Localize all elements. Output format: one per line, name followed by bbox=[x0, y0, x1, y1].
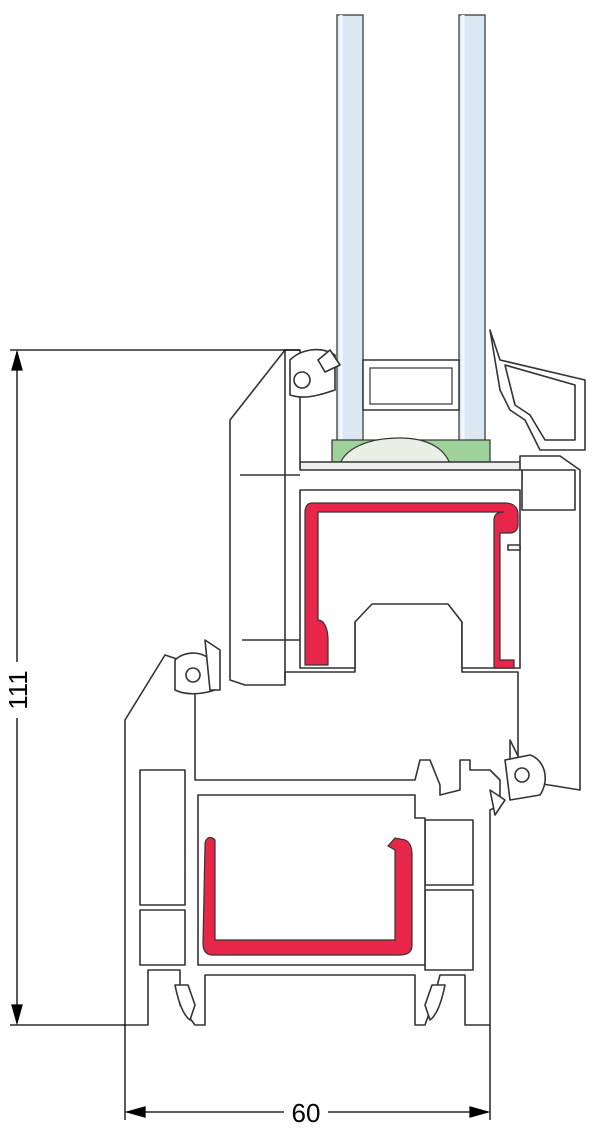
sash-profile bbox=[229, 329, 586, 791]
width-dimension-label: 60 bbox=[292, 1098, 321, 1128]
steel-reinforcement bbox=[202, 502, 519, 956]
sash-reinforcement bbox=[304, 502, 519, 669]
frame-profile bbox=[124, 639, 546, 1026]
width-arrow-right bbox=[469, 1106, 491, 1118]
width-arrow-left bbox=[124, 1106, 146, 1118]
height-dimension-label: 111 bbox=[3, 670, 33, 710]
height-arrow-bottom bbox=[11, 1004, 23, 1026]
height-arrow-top bbox=[11, 349, 23, 371]
double-glazed-unit bbox=[299, 14, 523, 481]
frame-reinforcement bbox=[202, 836, 413, 956]
